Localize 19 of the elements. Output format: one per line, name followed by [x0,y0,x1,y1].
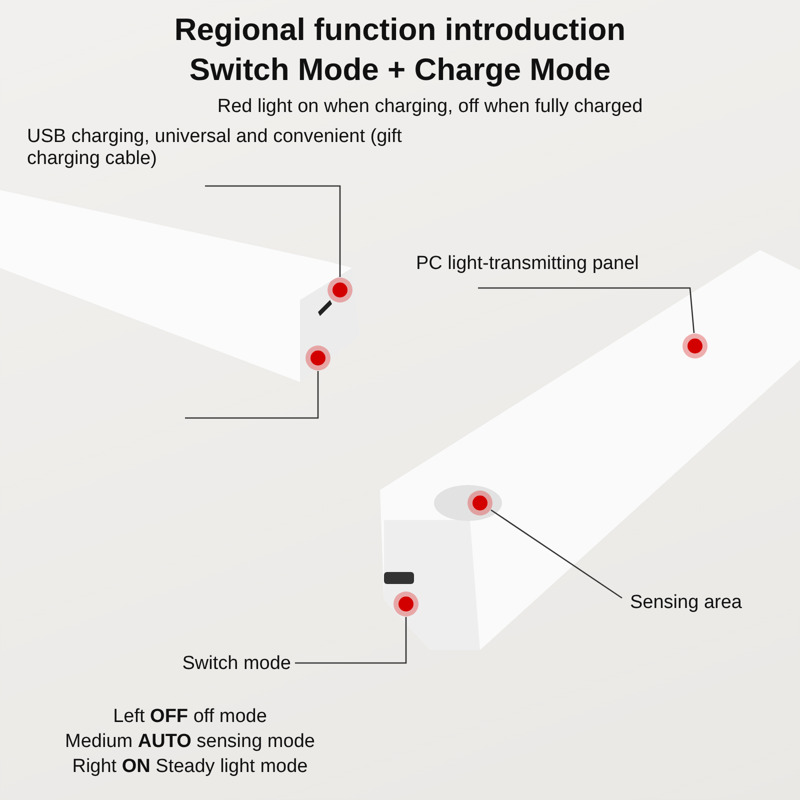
leader-line [490,509,622,599]
leader-line [205,185,341,277]
title: Regional function introduction Switch Mode + Charge Mode [173,11,627,89]
callout-text: Switch mode [181,653,291,675]
callout-text: USB charging, universal and convenient (gift charging cable) [27,126,403,170]
note-text: Red light on when charging, off when fully charged [216,96,644,118]
leader-line [295,617,407,664]
callout-text: Sensing area [630,592,743,614]
mode-description: Right ON Steady light mode [71,756,309,778]
leader-line [478,287,695,334]
callout-text: PC light-transmitting panel [416,253,640,275]
mode-description: Left OFF off mode [112,706,268,728]
marker-dot [467,490,493,516]
marker-dot [327,277,353,303]
mode-description: Medium AUTO sensing mode [64,731,316,753]
marker-dot [305,345,331,371]
marker-dot [682,333,708,359]
marker-dot [393,591,419,617]
leader-line [185,371,319,419]
